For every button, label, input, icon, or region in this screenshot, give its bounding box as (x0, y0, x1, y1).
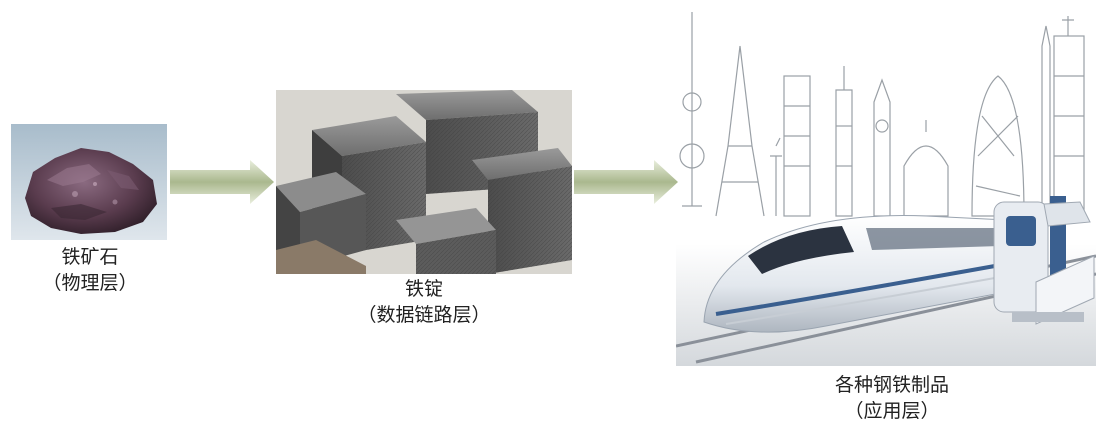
iron-ore-photo (11, 124, 167, 240)
iron-ingots-photo (276, 90, 572, 274)
stage-name: 铁锭 (404, 278, 443, 300)
steel-products-illustration (676, 6, 1096, 366)
stage-caption-products: 各种钢铁制品 （应用层） (792, 372, 992, 423)
stage-name: 铁矿石 (61, 246, 119, 268)
stage-layer: （数据链路层） (357, 304, 491, 326)
stage-layer: （应用层） (844, 400, 940, 422)
stage-caption-ore: 铁矿石 （物理层） (0, 244, 180, 296)
stage-layer: （物理层） (42, 272, 138, 294)
right-arrow-icon (572, 158, 680, 206)
stage-caption-ingots: 铁锭 （数据链路层） (324, 276, 524, 328)
right-arrow-icon (168, 158, 276, 206)
stage-name: 各种钢铁制品 (834, 374, 949, 396)
